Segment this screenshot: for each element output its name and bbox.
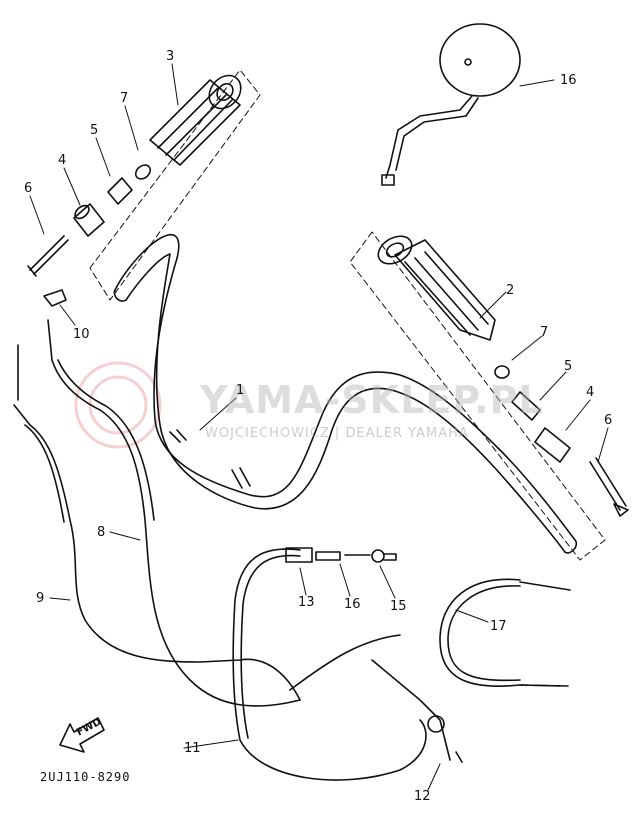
handlebar [113, 234, 578, 554]
right-grip [377, 235, 496, 341]
callout-7-left: 7 [120, 91, 129, 106]
leader-lines [29, 63, 609, 791]
callout-3: 3 [166, 49, 175, 64]
callout-5-right: 5 [564, 359, 573, 374]
callout-15: 16 [344, 597, 361, 612]
callout-10: 10 [73, 327, 90, 342]
callout-11: 11 [184, 741, 201, 756]
callout-7-right: 7 [540, 325, 549, 340]
callout-13: 13 [298, 595, 315, 610]
throttle-cable-11 [232, 548, 427, 781]
callout-5-left: 5 [90, 123, 99, 138]
drawing-code: 2UJ110-8290 [40, 770, 131, 784]
watermark-subtitle: WOJCIECHOWICZ | DEALER YAMAHA [205, 426, 469, 441]
callout-1: 1 [236, 383, 245, 398]
callout-17: 17 [490, 619, 507, 634]
left-grip [149, 74, 242, 166]
left-grip-frame [89, 69, 261, 301]
callout-6-right: 6 [604, 413, 613, 428]
cable-bracket [371, 659, 463, 763]
callout-2: 2 [506, 283, 515, 298]
callout-4-left: 4 [58, 153, 67, 168]
cable-adjuster [285, 547, 397, 563]
callout-9: 9 [36, 591, 45, 606]
clutch-cable [13, 344, 301, 701]
callout-8: 8 [97, 525, 106, 540]
right-grip-frame [349, 231, 606, 561]
callout-16: 16 [560, 73, 577, 88]
clamp-part [43, 289, 67, 307]
left-grip-hardware [27, 164, 152, 277]
callout-12: 12 [414, 789, 431, 804]
callout-4-right: 4 [586, 385, 595, 400]
callout-14: 15 [390, 599, 407, 614]
watermark-title: YAMA-SKLEP.PL [200, 378, 544, 422]
watermark-logo [74, 361, 162, 449]
callout-6-left: 6 [24, 181, 33, 196]
throttle-cable [47, 319, 301, 707]
mirror [381, 23, 521, 186]
choke-cable [439, 578, 561, 687]
right-grip-hardware [494, 365, 629, 517]
fwd-arrow [59, 717, 105, 753]
